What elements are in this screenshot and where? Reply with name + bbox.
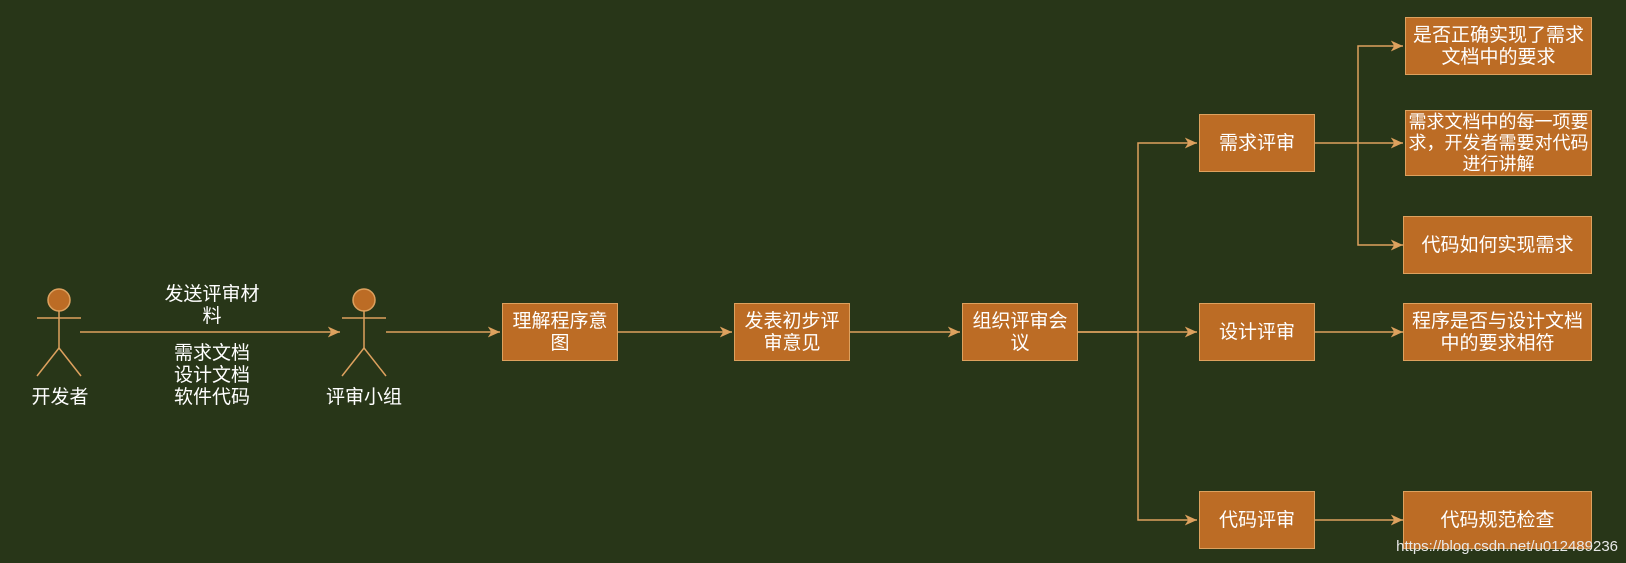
node-req-correct: 是否正确实现了需求文档中的要求 <box>1405 17 1592 75</box>
review-team-label: 评审小组 <box>325 386 402 408</box>
node-code-style: 代码规范检查 <box>1403 491 1592 549</box>
node-req-how: 代码如何实现需求 <box>1403 216 1592 274</box>
material-item: 软件代码 <box>173 386 250 408</box>
node-requirement-review: 需求评审 <box>1199 114 1315 172</box>
node-design-match: 程序是否与设计文档中的要求相符 <box>1403 303 1592 361</box>
watermark: https://blog.csdn.net/u012489236 <box>1396 538 1618 555</box>
material-item: 需求文档 <box>173 342 250 364</box>
send-materials-label: 发送评审材料 <box>164 283 260 327</box>
edge-requirement-to-how <box>1357 143 1403 251</box>
node-organize-meeting: 组织评审会议 <box>962 303 1078 361</box>
edge-meeting-to-requirement <box>1078 137 1197 333</box>
node-code-review: 代码评审 <box>1199 491 1315 549</box>
review-team-actor-icon <box>341 288 387 377</box>
material-item: 设计文档 <box>173 364 250 386</box>
edge-meeting-to-code <box>1137 332 1197 526</box>
node-understand: 理解程序意图 <box>502 303 618 361</box>
node-initial-opinion: 发表初步评审意见 <box>734 303 850 361</box>
node-design-review: 设计评审 <box>1199 303 1315 361</box>
edge-requirement-to-correct <box>1357 40 1403 143</box>
materials-list: 需求文档 设计文档 软件代码 <box>150 342 274 408</box>
node-req-explain: 需求文档中的每一项要求，开发者需要对代码进行讲解 <box>1405 110 1592 176</box>
developer-actor-icon <box>36 288 82 377</box>
developer-label: 开发者 <box>31 386 89 408</box>
